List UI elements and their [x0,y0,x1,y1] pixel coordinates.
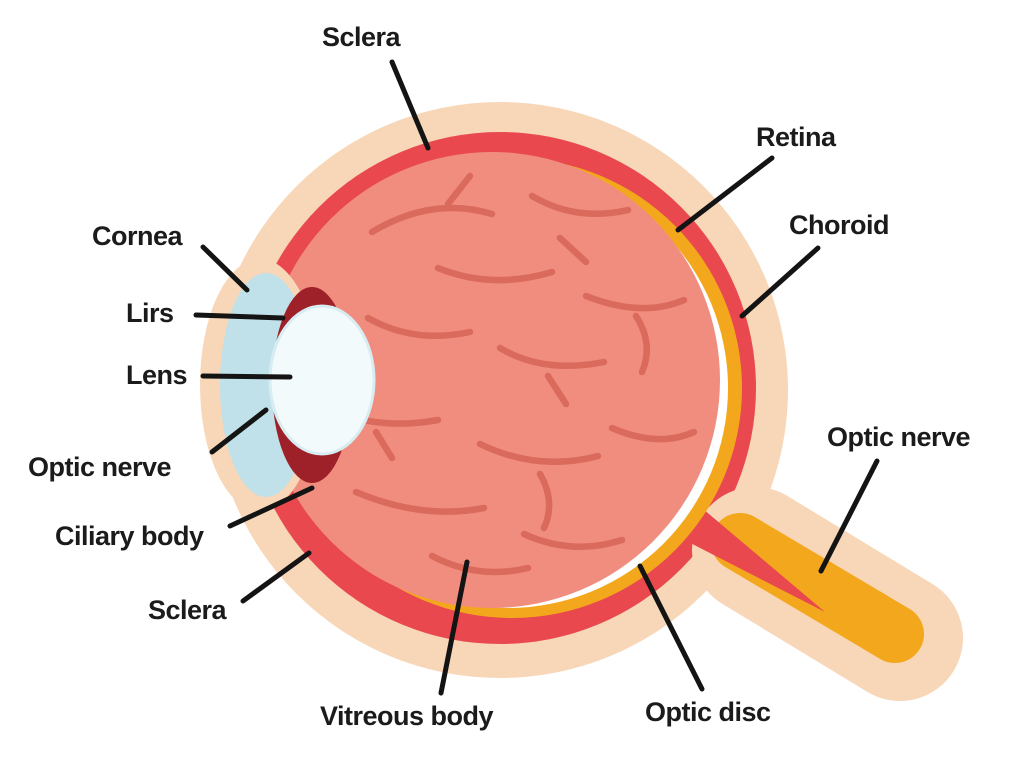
leader-sclera-top [389,59,431,151]
label-vitreous-body: Vitreous body [320,701,494,731]
leader-optic-disc [637,563,705,692]
vitreous-body [264,152,720,608]
leader-optic-nerve-left [209,407,269,455]
leader-choroid [739,245,821,319]
label-sclera-bottom: Sclera [148,595,227,625]
lens [268,304,376,456]
optic-nerve-red-wedge [665,498,825,612]
label-choroid: Choroid [789,210,889,240]
leader-cornea [200,244,250,293]
leader-lens [200,373,293,380]
label-optic-nerve-right: Optic nerve [827,422,971,452]
label-ciliary-body: Ciliary body [55,521,204,551]
retinal-vessels [314,172,698,576]
label-sclera-top: Sclera [322,22,401,52]
label-optic-disc: Optic disc [645,697,771,727]
label-lirs: Lirs [126,298,174,328]
leader-sclera-bottom [240,550,312,604]
leader-lines [193,59,880,696]
leader-retina [675,155,775,233]
label-cornea: Cornea [92,221,183,251]
leader-vitreous-body [438,559,470,696]
leader-ciliary-body [227,485,315,529]
optic-nerve-core [711,513,924,663]
label-lens: Lens [126,360,188,390]
label-retina: Retina [756,122,836,152]
label-optic-nerve-left: Optic nerve [28,452,172,482]
leader-lirs [193,312,286,321]
leader-optic-nerve-right [818,458,880,574]
